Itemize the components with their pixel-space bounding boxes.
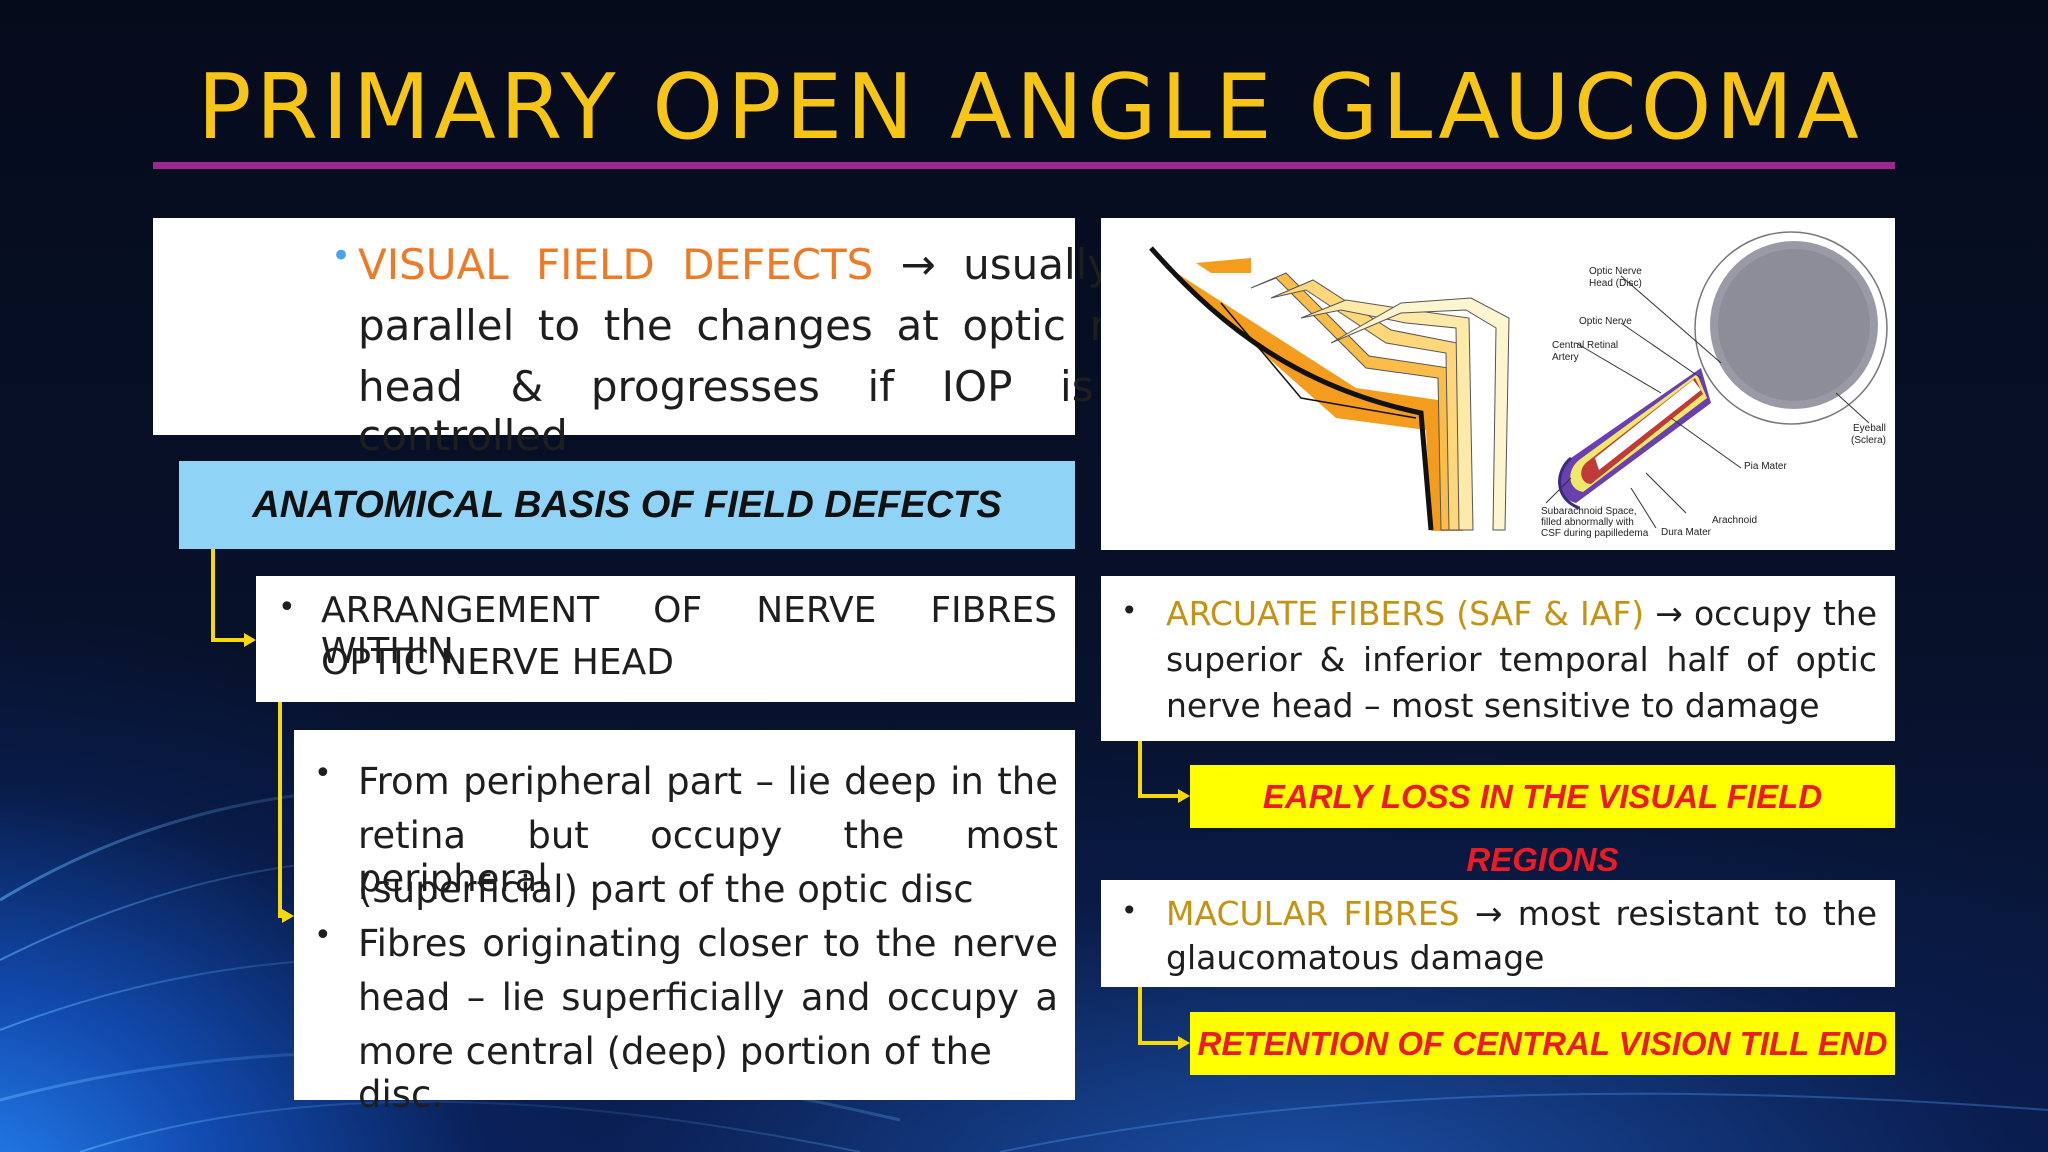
visual-field-heading: VISUAL FIELD DEFECTS <box>358 240 874 289</box>
arrow-glyph: → <box>900 240 936 289</box>
bullet: • <box>278 590 296 625</box>
arcuate-line-1: ARCUATE FIBERS (SAF & IAF) → occupy the <box>1166 594 1877 633</box>
label-dura-mater: Dura Mater <box>1661 527 1712 538</box>
arcuate-heading: ARCUATE FIBERS (SAF & IAF) <box>1166 594 1645 633</box>
eyeball-illustration <box>1558 231 1888 510</box>
title-divider <box>153 162 1895 169</box>
arrow-glyph: → <box>1655 594 1683 633</box>
arrangement-line-2: OPTIC NERVE HEAD <box>321 642 674 683</box>
anatomical-basis-banner: ANATOMICAL BASIS OF FIELD DEFECTS <box>179 461 1075 549</box>
arrangement-box: • ARRANGEMENT OF NERVE FIBRES WITHIN OPT… <box>256 576 1075 702</box>
arcuate-fibers-box: • ARCUATE FIBERS (SAF & IAF) → occupy th… <box>1101 576 1895 741</box>
visual-field-line-1: VISUAL FIELD DEFECTS → usually run <box>358 240 1210 289</box>
fibre-point-2-line-1: Fibres originating closer to the nerve <box>358 922 1058 965</box>
bullet: • <box>331 236 352 276</box>
bullet: • <box>1121 594 1138 627</box>
fibre-point-1-line-1: From peripheral part – lie deep in the <box>358 760 1058 803</box>
nerve-fibre-layers <box>1149 246 1510 531</box>
fibre-point-2-line-3: more central (deep) portion of the disc. <box>358 1030 992 1116</box>
fibre-point-1-line-3: (superficial) part of the optic disc <box>358 868 974 911</box>
macular-fibres-box: • MACULAR FIBRES → most resistant to the… <box>1101 880 1895 987</box>
label-sclera: (Sclera) <box>1851 435 1886 446</box>
arrow-glyph: → <box>1474 894 1503 933</box>
label-subarachnoid-3: CSF during papilledema <box>1541 528 1649 539</box>
optic-nerve-illustration: Optic Nerve Head (Disc) Optic Nerve Cent… <box>1149 231 1888 539</box>
label-central-retinal: Central Retinal <box>1552 340 1618 351</box>
optic-nerve-diagram: Optic Nerve Head (Disc) Optic Nerve Cent… <box>1101 218 1895 550</box>
label-subarachnoid: Subarachnoid Space, <box>1541 506 1637 517</box>
bullet: • <box>314 756 332 791</box>
label-leaders <box>1545 275 1870 529</box>
macular-heading: MACULAR FIBRES <box>1166 894 1460 933</box>
bullet: • <box>1121 894 1138 927</box>
bullet: • <box>314 918 332 953</box>
visual-field-line-2: parallel to the changes at optic nerve <box>358 301 1210 350</box>
macular-line-2: glaucomatous damage <box>1166 938 1545 977</box>
fibre-point-1-line-2: retina but occupy the most peripheral <box>358 814 1058 900</box>
retention-highlight: RETENTION OF CENTRAL VISION TILL END <box>1190 1012 1895 1075</box>
macular-line1-text: most resistant to the <box>1517 894 1877 933</box>
macular-line-1: MACULAR FIBRES → most resistant to the <box>1166 894 1877 933</box>
arcuate-line-2: superior & inferior temporal half of opt… <box>1166 640 1877 679</box>
label-subarachnoid-2: filled abnormally with <box>1541 517 1634 528</box>
arrangement-line-1: ARRANGEMENT OF NERVE FIBRES WITHIN <box>321 590 1057 672</box>
fibre-origin-box: • From peripheral part – lie deep in the… <box>294 730 1075 1116</box>
arcuate-line-3: nerve head – most sensitive to damage <box>1166 686 1820 725</box>
label-pia-mater: Pia Mater <box>1744 461 1787 472</box>
fibre-point-2-line-2: head – lie superficially and occupy a <box>358 976 1058 1019</box>
visual-field-defects-box: • VISUAL FIELD DEFECTS → usually run par… <box>153 218 1210 460</box>
visual-field-line-3: head & progresses if IOP is not controll… <box>358 362 1210 460</box>
label-optic-nerve-head-disc: Head (Disc) <box>1589 278 1642 289</box>
label-optic-nerve: Optic Nerve <box>1579 316 1632 327</box>
slide-title: PRIMARY OPEN ANGLE GLAUCOMA <box>197 55 1863 160</box>
label-artery: Artery <box>1552 352 1579 363</box>
diagram-labels: Optic Nerve Head (Disc) Optic Nerve Cent… <box>1541 266 1886 539</box>
early-loss-highlight: EARLY LOSS IN THE VISUAL FIELD REGIONS <box>1190 765 1895 878</box>
arcuate-line1-text: occupy the <box>1693 594 1877 633</box>
label-optic-nerve-head: Optic Nerve <box>1589 266 1642 277</box>
label-arachnoid: Arachnoid <box>1712 515 1757 526</box>
label-eyeball: Eyeball <box>1853 423 1886 434</box>
